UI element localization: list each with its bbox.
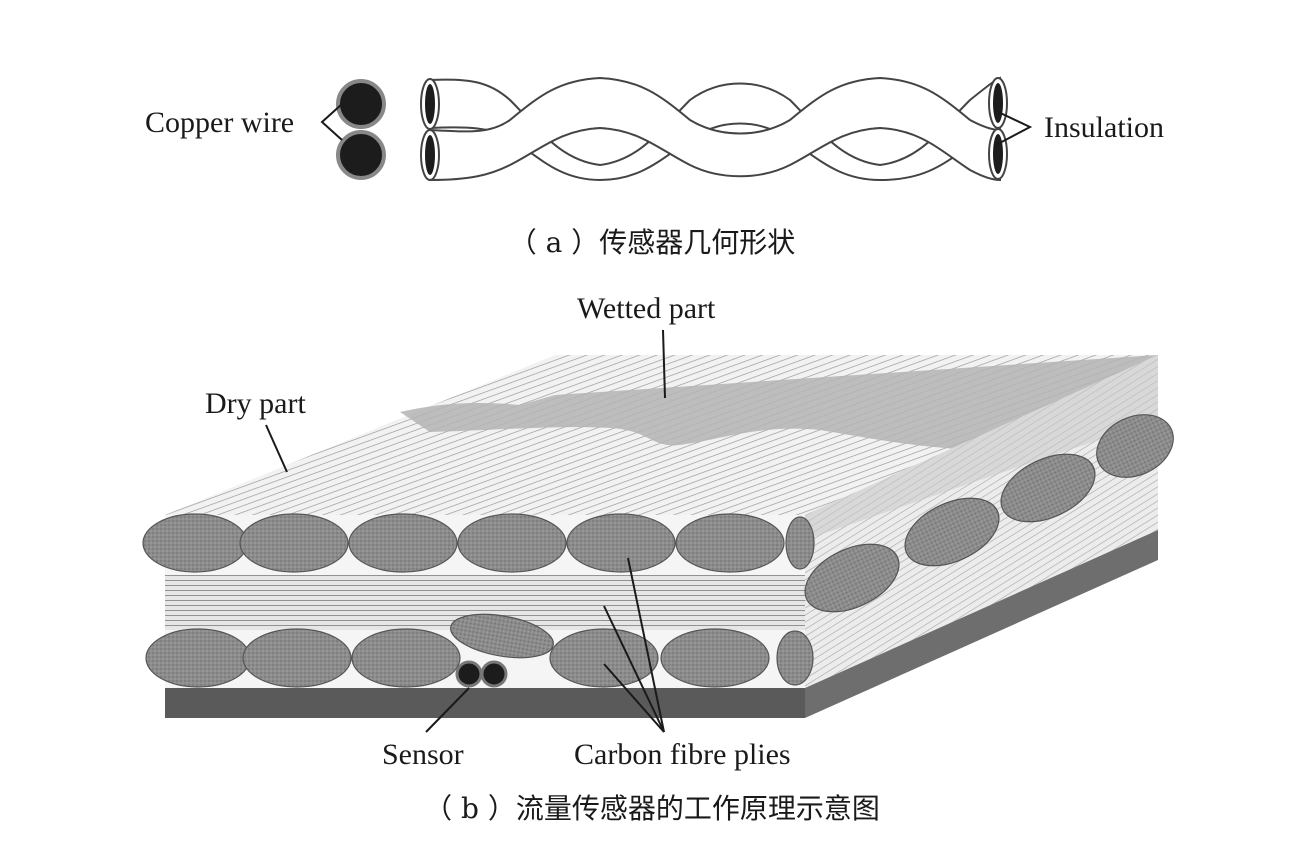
base-plate-side xyxy=(805,530,1158,718)
fibre-ellipse xyxy=(348,513,458,573)
lower-fibre-row xyxy=(145,613,814,688)
fibre-ellipse xyxy=(1096,414,1174,478)
panel-b: Wetted part Dry part Sensor Carbon fibre… xyxy=(142,292,1174,825)
caption-a: （ a ）传感器几何形状 xyxy=(509,226,796,259)
fibre-ellipse xyxy=(242,628,352,688)
twisted-pair xyxy=(420,76,1008,182)
dry-part-leader xyxy=(265,424,288,473)
copper-core-bottom xyxy=(336,130,386,180)
fibre-ellipse xyxy=(351,628,461,688)
caption-b: （ b ）流量传感器的工作原理示意图 xyxy=(424,792,880,825)
fibre-ellipse xyxy=(675,513,785,573)
sensor xyxy=(455,660,508,688)
sensor-leader xyxy=(425,687,470,733)
side-fibre-row xyxy=(804,414,1174,613)
fibre-ellipse xyxy=(549,628,659,688)
fibre-ellipse xyxy=(450,613,554,659)
wetted-part-leader xyxy=(662,329,666,399)
fibre-ellipse xyxy=(1000,453,1096,523)
sensor-label: Sensor xyxy=(382,738,464,771)
fibre-ellipse xyxy=(785,516,815,570)
copper-wire-leader xyxy=(320,103,343,141)
insulation-leader xyxy=(993,109,1033,147)
fibre-ellipse xyxy=(804,543,900,613)
fibre-ellipse xyxy=(145,628,251,688)
end-core-right-top xyxy=(993,83,1003,123)
wetted-region xyxy=(400,355,1158,450)
fibre-ellipse xyxy=(660,628,770,688)
upper-fibre-row xyxy=(142,513,815,573)
base-plate-front xyxy=(165,688,805,718)
sensor-core-left xyxy=(455,660,483,688)
dry-part-label: Dry part xyxy=(205,387,306,420)
carbon-fibre-leader-1 xyxy=(627,557,665,733)
wetted-part-label: Wetted part xyxy=(577,292,716,325)
fibre-ellipse xyxy=(776,630,814,686)
fibre-ellipse xyxy=(142,513,248,573)
carbon-fibre-plies-label: Carbon fibre plies xyxy=(574,738,791,771)
twisted-strand-b xyxy=(429,76,1001,182)
end-core-left-top xyxy=(425,84,435,124)
insulation-label: Insulation xyxy=(1044,111,1164,144)
copper-wire-label: Copper wire xyxy=(145,106,294,139)
carbon-fibre-leader-3 xyxy=(603,663,665,733)
copper-core-top xyxy=(336,79,386,129)
fibre-ellipse xyxy=(904,497,1000,567)
fibre-ellipse xyxy=(239,513,349,573)
panel-a: Copper wire Insulation （ a ）传感器几何形状 xyxy=(145,76,1164,259)
fibre-ellipse xyxy=(457,513,567,573)
fibre-ellipse xyxy=(566,513,676,573)
wire-cross-section xyxy=(336,79,386,180)
sensor-core-right xyxy=(480,660,508,688)
carbon-fibre-leader-2 xyxy=(603,605,665,733)
end-core-left-bottom xyxy=(425,135,435,175)
end-core-right-bottom xyxy=(993,134,1003,174)
side-face-shade xyxy=(805,355,1158,540)
